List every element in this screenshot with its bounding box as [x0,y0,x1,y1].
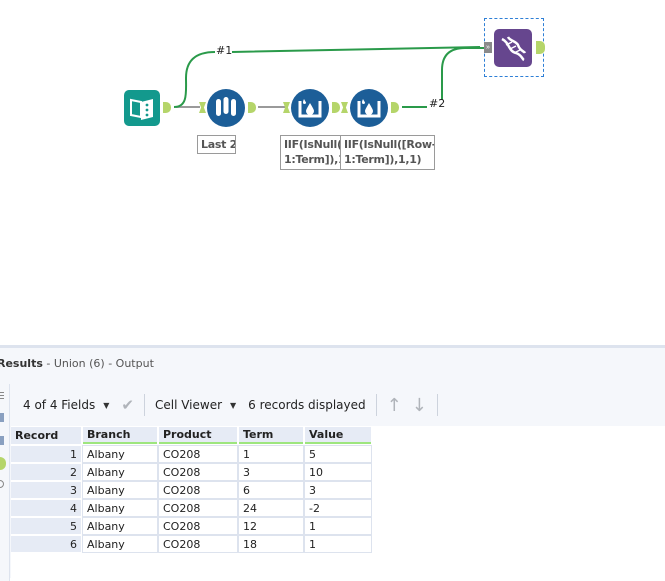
wire-label-2: #2 [429,97,446,110]
cell-product[interactable]: CO208 [158,463,238,481]
wire-1-input-to-union [173,46,481,108]
cell-product[interactable]: CO208 [158,517,238,535]
cell-product[interactable]: CO208 [158,499,238,517]
union-output-anchor[interactable] [536,41,545,54]
formula1-input-anchor[interactable] [283,102,290,113]
table-header-row: Record Branch Product Term Value [11,427,371,444]
cell-term[interactable]: 12 [238,517,304,535]
workflow-canvas[interactable]: #1 #2 Last 2 IIF(IsNull([ 1:Term]),12, [0,0,665,345]
fields-label: 4 of 4 Fields [23,398,96,412]
cell-value[interactable]: 5 [304,445,372,463]
dna-icon [501,36,527,62]
wire-label-1: #1 [216,44,233,57]
test-tubes-icon [216,97,236,116]
arrow-down-icon[interactable]: ↓ [411,394,427,416]
results-side-strip [0,384,10,581]
results-toolbar: 4 of 4 Fields ▼ ✔ Cell Viewer ▼ 6 record… [11,384,665,426]
cell-value[interactable]: 1 [304,517,372,535]
connection-wires [173,46,485,108]
cell-term[interactable]: 1 [238,445,304,463]
cell-record[interactable]: 1 [11,446,81,462]
column-header-branch[interactable]: Branch [83,427,157,444]
records-count: 6 records displayed [248,398,366,412]
formula1-annotation: IIF(IsNull([ 1:Term]),12, [280,135,341,170]
cell-value[interactable]: 3 [304,481,372,499]
cell-record[interactable]: 4 [11,500,81,516]
cell-record[interactable]: 2 [11,464,81,480]
toolbar-separator [375,394,377,416]
cell-branch[interactable]: Albany [82,535,158,553]
cell-product[interactable]: CO208 [158,481,238,499]
formula2-input-anchor[interactable] [341,102,348,113]
sample-output-anchor[interactable] [248,102,256,113]
cell-value[interactable]: 1 [304,535,372,553]
sample-input-anchor[interactable] [199,102,206,113]
checkmark-icon[interactable]: ✔ [121,396,134,414]
sample-tool[interactable] [207,89,245,127]
cell-product[interactable]: CO208 [158,535,238,553]
results-panel: Results - Union (6) - Output 4 of 4 Fiel… [0,345,665,581]
chevron-down-icon: ▼ [103,400,110,410]
column-header-value[interactable]: Value [305,427,371,444]
cell-record[interactable]: 5 [11,518,81,534]
results-subtitle: - Union (6) - Output [42,357,154,370]
multi-row-formula-icon [357,99,381,118]
wire-2-formula2-to-union [402,47,485,108]
menu-icon[interactable] [0,392,4,393]
formula1-output-anchor[interactable] [332,102,340,113]
side-icon-2[interactable] [0,436,4,445]
sample-annotation: Last 2 [197,135,236,154]
cell-branch[interactable]: Albany [82,499,158,517]
input-output-anchor[interactable] [163,102,171,113]
cell-term[interactable]: 6 [238,481,304,499]
toolbar-separator [436,394,438,416]
multi-row-formula-icon [298,99,322,118]
cell-record[interactable]: 6 [11,536,81,552]
cell-viewer-label: Cell Viewer [154,398,223,412]
formula2-annotation: IIF(IsNull([Row- 1:Term]),1,1) [340,135,435,170]
side-icon-1[interactable] [0,413,4,422]
results-title: Results [0,357,43,370]
column-header-record[interactable]: Record [11,427,81,444]
union-tool[interactable] [494,29,532,67]
cell-product[interactable]: CO208 [158,445,238,463]
cell-branch[interactable]: Albany [82,517,158,535]
output-anchor-icon[interactable] [0,457,6,470]
cell-branch[interactable]: Albany [82,445,158,463]
column-header-term[interactable]: Term [239,427,303,444]
cell-term[interactable]: 24 [238,499,304,517]
arrow-up-icon[interactable]: ↑ [386,394,402,416]
cell-value[interactable]: 10 [304,463,372,481]
union-multi-input-anchor[interactable]: » [484,42,492,53]
multi-row-formula-tool-1[interactable] [291,89,329,127]
cell-branch[interactable]: Albany [82,481,158,499]
formula2-output-anchor[interactable] [391,102,399,113]
cell-term[interactable]: 3 [238,463,304,481]
chevron-down-icon: ▼ [230,400,237,410]
cell-viewer-dropdown[interactable]: Cell Viewer ▼ [155,398,236,412]
circle-icon[interactable] [0,480,4,488]
fields-dropdown[interactable]: 4 of 4 Fields ▼ [23,398,109,412]
cell-value[interactable]: -2 [304,499,372,517]
cell-branch[interactable]: Albany [82,463,158,481]
input-tool[interactable] [124,90,160,126]
toolbar-separator [143,394,145,416]
cell-record[interactable]: 3 [11,482,81,498]
results-header: Results - Union (6) - Output [0,348,665,380]
column-header-product[interactable]: Product [159,427,237,444]
book-icon [130,98,153,120]
cell-term[interactable]: 18 [238,535,304,553]
multi-row-formula-tool-2[interactable] [350,89,388,127]
